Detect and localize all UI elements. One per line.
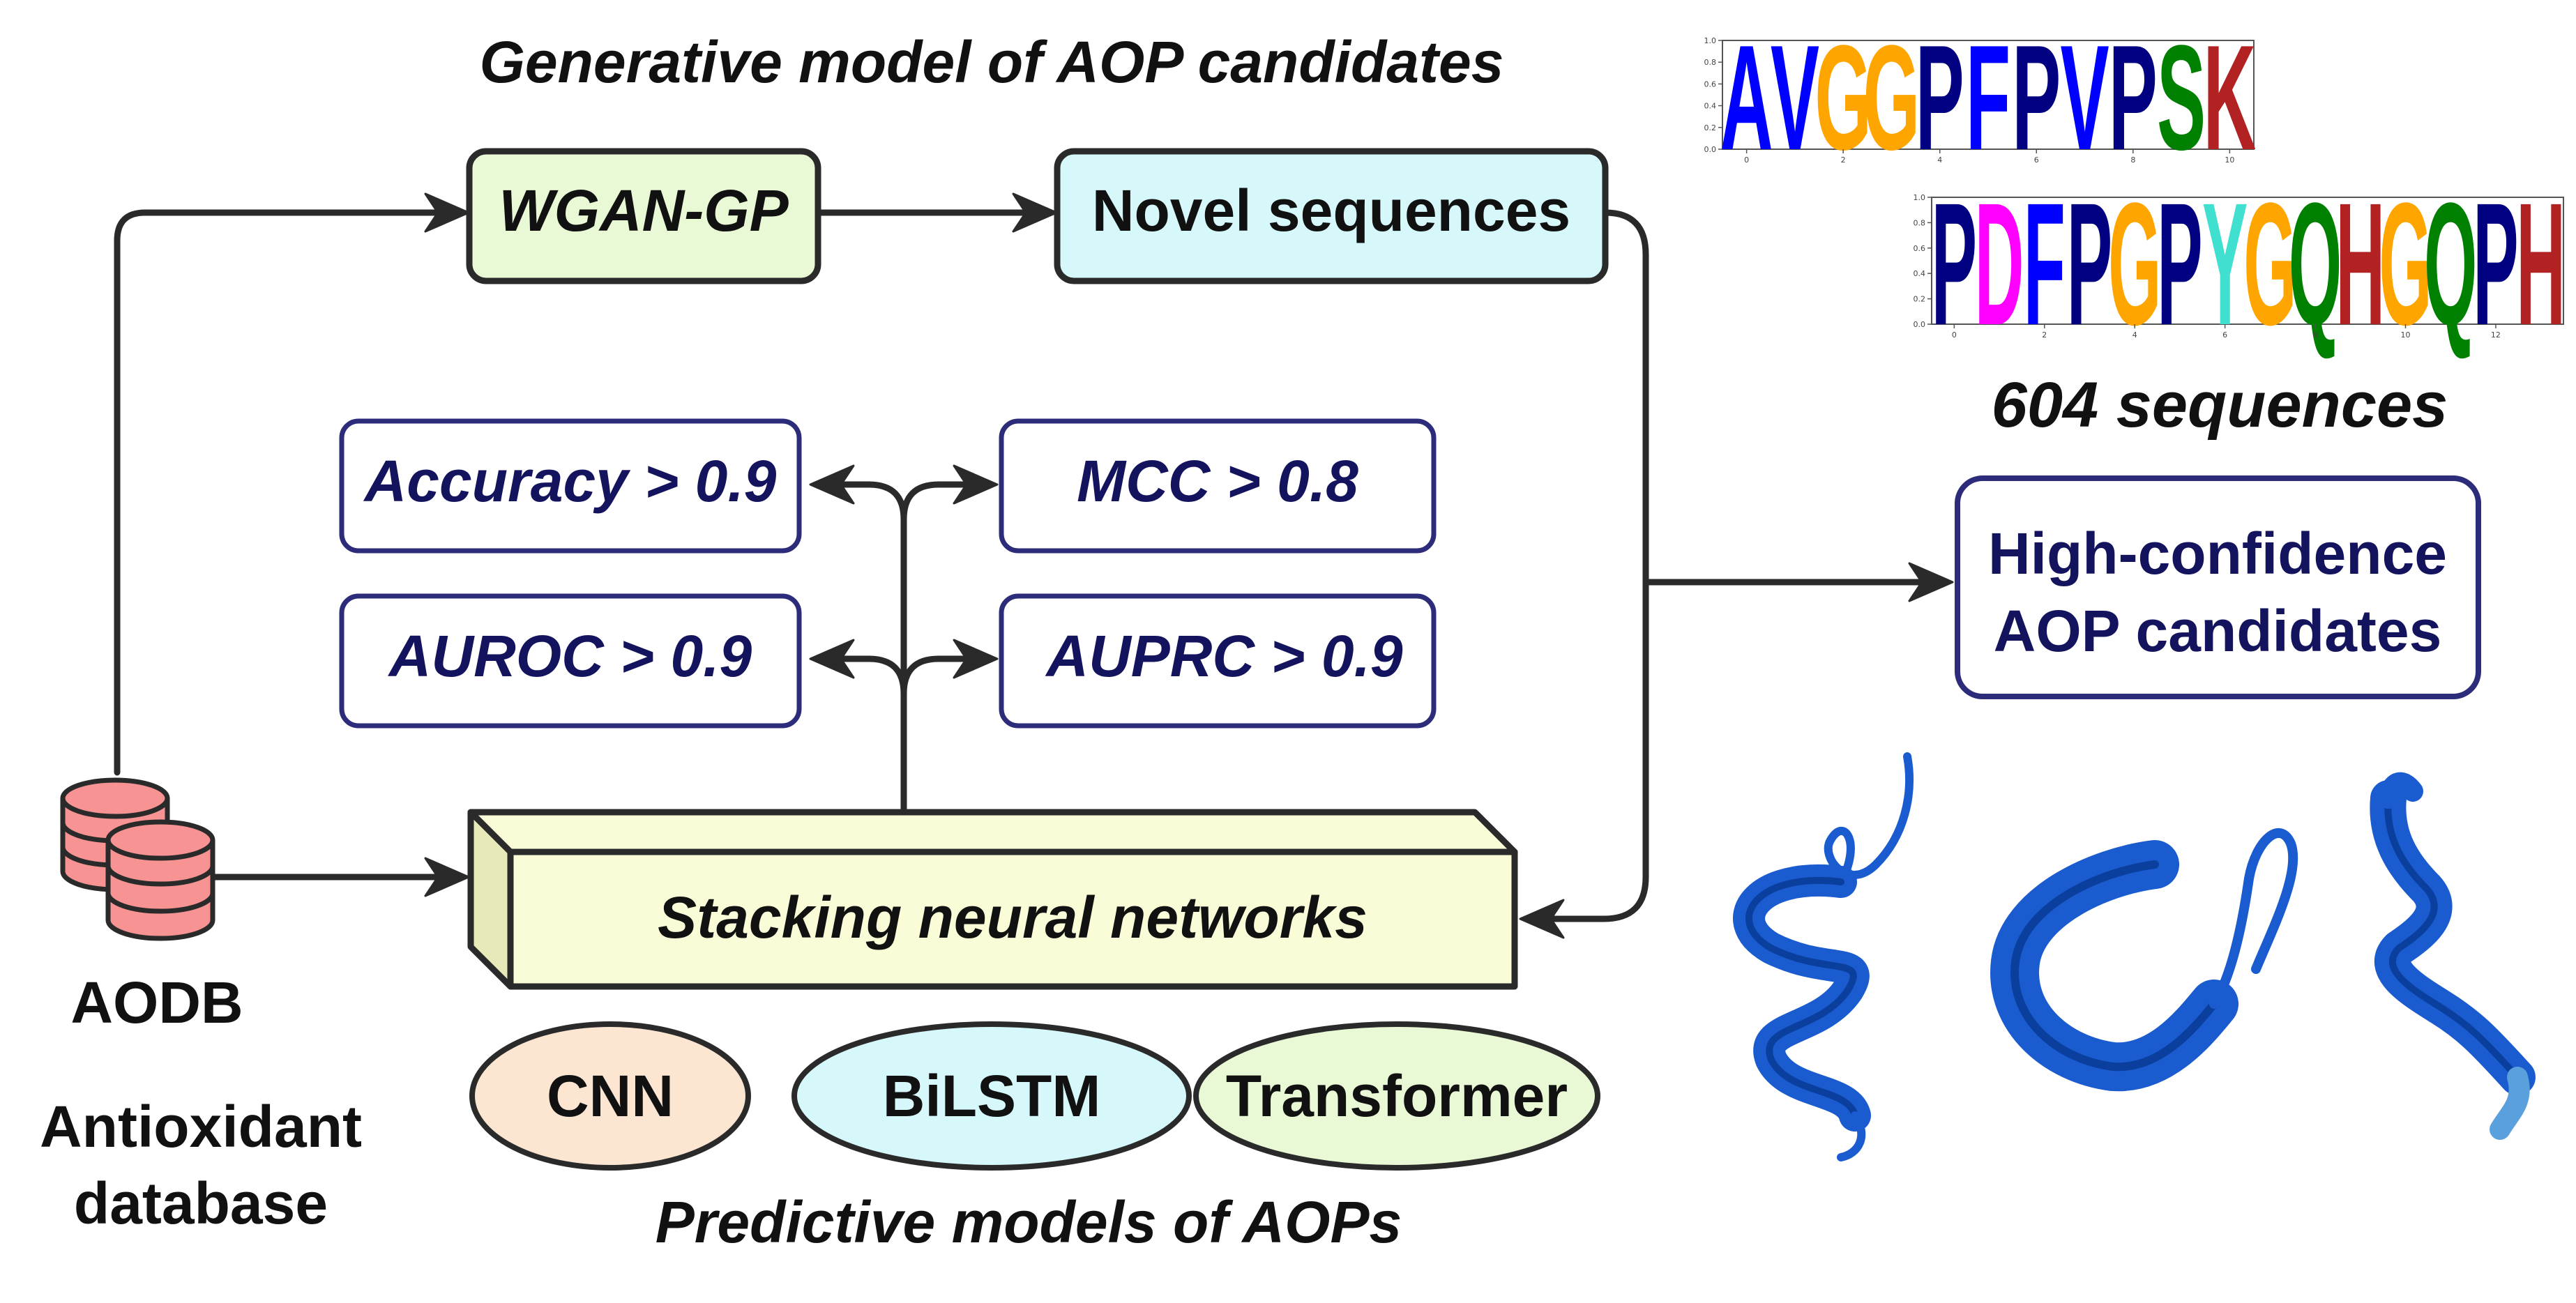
database-desc-line1: Antioxidant — [40, 1094, 362, 1159]
predictive-models-title: Predictive models of AOPs — [656, 1189, 1402, 1255]
sequence-count-title: 604 sequences — [1992, 369, 2448, 441]
logo-xtick-label: 10 — [2225, 155, 2234, 165]
logo-ytick-label: 1.0 — [1704, 36, 1717, 45]
logo-ytick-label: 0.2 — [1704, 123, 1717, 132]
arrowhead-stacking-left — [424, 857, 470, 897]
logo-ytick-label: 1.0 — [1914, 193, 1926, 202]
to-auprc-arrow — [900, 655, 987, 697]
arrowhead-mcc — [953, 464, 999, 505]
logo-xtick-label: 2 — [1841, 155, 1846, 165]
novel-sequences-label: Novel sequences — [1092, 178, 1570, 243]
logo-xtick-label: 6 — [2222, 330, 2227, 340]
logo-xtick-label: 2 — [2042, 330, 2047, 340]
logo-residue-V: V — [2061, 14, 2109, 181]
arrowhead-candidates — [1908, 562, 1954, 602]
logo-xtick-label: 0 — [1744, 155, 1749, 165]
logo-residue-F: F — [2024, 167, 2066, 362]
logo-residue-G: G — [2243, 167, 2296, 362]
arrowhead-wgan — [424, 192, 470, 233]
arrowhead-auroc — [809, 639, 855, 679]
mcc-box — [999, 418, 1437, 554]
logo-residue-H: H — [2335, 167, 2385, 362]
logo-residue-P: P — [1932, 167, 1977, 362]
logo-xtick-label: 10 — [2401, 330, 2411, 340]
protein-structure-3 — [2370, 772, 2536, 1140]
logo-xtick-label: 4 — [1937, 155, 1942, 165]
db-to-wgan-arrow — [114, 209, 464, 776]
wgan-gp-box — [466, 148, 821, 284]
aop-candidates-line1: High-confidence — [1988, 521, 2447, 586]
logo-xtick-label: 12 — [2491, 330, 2501, 340]
logo-xtick-label: 0 — [1952, 330, 1957, 340]
logo-ytick-label: 0.8 — [1704, 58, 1717, 67]
arrowhead-stacking-right — [1519, 899, 1565, 939]
auroc-box — [339, 593, 802, 729]
protein-structure-2 — [1990, 828, 2298, 1092]
arrowhead-auprc — [953, 639, 999, 679]
protein-structure-1 — [1733, 752, 1914, 1161]
logo-residue-Y: Y — [2202, 167, 2248, 362]
logo-xtick-label: 6 — [2034, 155, 2039, 165]
accuracy-box — [339, 418, 802, 554]
stacking-front-face — [507, 848, 1518, 990]
logo-residue-P: P — [2067, 167, 2112, 362]
transformer-ellipse — [1193, 1021, 1600, 1171]
logo-ytick-label: 0.4 — [1704, 102, 1717, 111]
logo-residue-G: G — [2108, 167, 2161, 362]
auroc-label: AUROC > 0.9 — [388, 623, 752, 689]
logo-residue-D: D — [1975, 167, 2024, 362]
cnn-label: CNN — [547, 1063, 674, 1129]
logo-ytick-label: 0.8 — [1914, 218, 1926, 227]
logo-residue-G: G — [1863, 14, 1920, 181]
aop-candidates-box — [1955, 475, 2481, 699]
logo-ytick-label: 0.6 — [1914, 244, 1926, 253]
logo-xtick-label: 8 — [2313, 330, 2318, 340]
logo-residue-P: P — [2157, 167, 2202, 362]
logo-residue-Q: Q — [2289, 167, 2342, 362]
logo-xtick-label: 8 — [2130, 155, 2135, 165]
logo-ytick-label: 0.4 — [1914, 269, 1926, 278]
logo-frame — [1931, 197, 2564, 325]
connectors — [114, 209, 1935, 922]
logo-residue-S: S — [2157, 14, 2206, 181]
logo-ytick-label: 0.6 — [1704, 79, 1717, 89]
database-name: AODB — [70, 970, 243, 1035]
bilstm-ellipse — [791, 1021, 1192, 1171]
arrowhead-accuracy — [809, 464, 855, 505]
cnn-ellipse — [469, 1021, 751, 1171]
logo-residue-H: H — [2516, 167, 2566, 362]
logo-residue-V: V — [1771, 14, 1819, 181]
logo-xtick-label: 4 — [2132, 330, 2137, 340]
bilstm-label: BiLSTM — [883, 1063, 1101, 1129]
stacking-label: Stacking neural networks — [658, 885, 1367, 950]
accuracy-label: Accuracy > 0.9 — [363, 448, 777, 514]
logo-ytick-label: 0.2 — [1914, 295, 1926, 304]
stacking-top-face — [467, 809, 1518, 855]
logo-residue-G: G — [2379, 167, 2432, 362]
logo-residue-F: F — [1966, 14, 2010, 181]
mcc-label: MCC > 0.8 — [1077, 448, 1358, 514]
arrowhead-novel — [1012, 192, 1058, 233]
auprc-label: AUPRC > 0.9 — [1045, 623, 1402, 689]
arrowheads — [424, 192, 1954, 939]
logo-ytick-label: 0.0 — [1704, 145, 1717, 154]
database-desc-line2: database — [74, 1171, 328, 1236]
novel-to-stacking-arrow — [1527, 209, 1649, 922]
novel-sequences-box — [1054, 148, 1609, 284]
database-icon — [60, 777, 215, 941]
logo-frame — [1722, 40, 2255, 150]
generative-model-title: Generative model of AOP candidates — [480, 29, 1504, 95]
logo-residue-P: P — [2473, 167, 2518, 362]
aop-candidates-line2: AOP candidates — [1994, 598, 2442, 664]
stacking-networks-block — [467, 809, 1518, 990]
transformer-label: Transformer — [1226, 1063, 1568, 1129]
auprc-box — [999, 593, 1437, 729]
logo-ytick-label: 0.0 — [1914, 320, 1926, 329]
wgan-gp-label: WGAN-GP — [499, 178, 789, 243]
to-mcc-arrow — [900, 481, 987, 523]
logo-residue-Q: Q — [2424, 167, 2477, 362]
